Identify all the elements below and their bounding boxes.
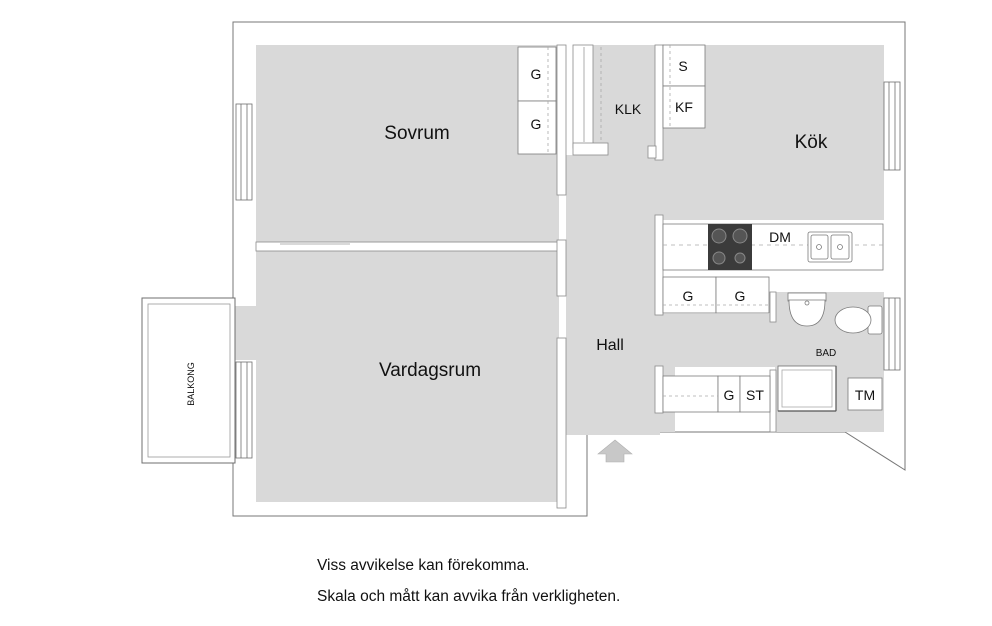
balcony-label: BALKONG bbox=[186, 362, 196, 406]
wall-vardagsrum-east-1 bbox=[556, 239, 567, 297]
disclaimer-line-2: Skala och mått kan avvika från verklighe… bbox=[317, 588, 621, 605]
bath-sink bbox=[787, 292, 827, 327]
wall-vardagsrum-east-2 bbox=[556, 337, 567, 509]
hall-wardrobe-2 bbox=[715, 276, 770, 314]
wall-hall-east-2 bbox=[654, 365, 664, 414]
wall-kok-west bbox=[654, 44, 664, 161]
window-bad bbox=[883, 297, 901, 371]
klk-closet: KLK bbox=[583, 47, 657, 159]
wardrobe-1-label: G bbox=[531, 66, 542, 82]
balcony-inner bbox=[147, 303, 231, 458]
door-lines bbox=[280, 241, 557, 245]
tm-label: TM bbox=[855, 387, 875, 403]
window-kok bbox=[883, 81, 901, 171]
sovrum-wardrobes: G G bbox=[517, 46, 557, 155]
balcony-door-floor bbox=[233, 306, 259, 360]
wall-sovrum-east bbox=[556, 44, 567, 196]
wall-bath-west-2 bbox=[769, 369, 777, 433]
st-label: ST bbox=[746, 387, 764, 403]
vardagsrum-floor bbox=[256, 251, 559, 502]
room-label-sovrum: Sovrum bbox=[384, 123, 449, 144]
room-label-kok: Kök bbox=[795, 132, 828, 153]
entrance-arrow-icon bbox=[597, 439, 633, 463]
hall-wardrobe-1 bbox=[662, 276, 717, 314]
hall-wardrobes-lower: G ST bbox=[662, 375, 771, 413]
dm-label: DM bbox=[769, 229, 791, 245]
window-sovrum bbox=[235, 103, 253, 201]
hall-wardrobe-5 bbox=[739, 375, 771, 413]
wall-klk-south bbox=[572, 142, 609, 156]
balcony: BALKONG bbox=[141, 297, 236, 464]
entry-floor bbox=[587, 410, 645, 434]
bathroom: BAD TM bbox=[777, 292, 883, 412]
cabinet-kf-label: KF bbox=[675, 99, 693, 115]
kitchen-sink bbox=[807, 231, 853, 263]
shower bbox=[777, 365, 837, 412]
floor-plan: BALKONG G G KLK bbox=[141, 21, 906, 517]
wardrobe-2-label: G bbox=[531, 116, 542, 132]
kitchen-counter: DM bbox=[662, 223, 884, 271]
floor-areas bbox=[233, 45, 884, 502]
balcony-outline bbox=[141, 297, 236, 464]
disclaimer-line-1: Viss avvikelse kan förekomma. bbox=[317, 557, 530, 574]
wardrobe-2 bbox=[517, 100, 557, 155]
wall-sovrum-vardagsrum bbox=[255, 241, 560, 252]
sovrum-floor bbox=[256, 45, 559, 242]
hall-wardrobe-1-label: G bbox=[683, 288, 694, 304]
kitchen-column: S KF bbox=[662, 44, 706, 129]
klk-floor bbox=[593, 45, 655, 160]
bad-label: BAD bbox=[816, 348, 837, 359]
hall-wardrobes-upper: G G bbox=[662, 276, 770, 314]
hall-wardrobe-4-label: G bbox=[724, 387, 735, 403]
wall-klk-west bbox=[572, 44, 594, 149]
hall-wardrobe-3 bbox=[662, 375, 719, 413]
wall-hall-east-1 bbox=[654, 214, 664, 316]
interior-walls bbox=[255, 44, 777, 509]
wardrobe-1 bbox=[517, 46, 557, 102]
window-vardagsrum bbox=[235, 361, 253, 459]
hall-wardrobe-2-label: G bbox=[735, 288, 746, 304]
tm-cabinet bbox=[847, 377, 883, 411]
toilet bbox=[834, 305, 883, 335]
cabinet-s-label: S bbox=[678, 58, 687, 74]
klk-label: KLK bbox=[615, 101, 642, 117]
wall-bath-west bbox=[769, 291, 777, 323]
windows bbox=[235, 81, 901, 459]
room-label-vardagsrum: Vardagsrum bbox=[379, 360, 481, 381]
room-label-hall: Hall bbox=[596, 337, 624, 354]
